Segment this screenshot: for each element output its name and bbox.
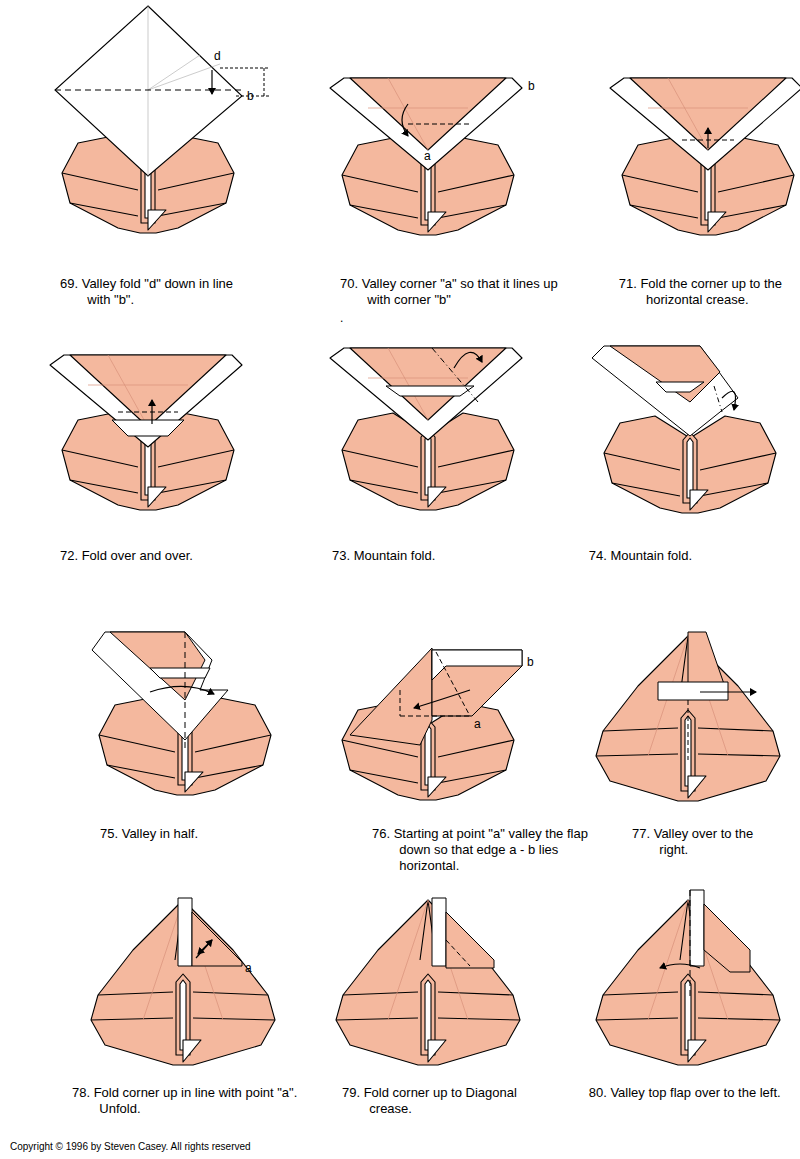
step-caption: 69. Valley fold "d" down in line with "b… <box>60 276 257 308</box>
point-letter: d <box>214 50 221 63</box>
step-caption: 80. Valley top flap over to the left. <box>589 1085 796 1101</box>
step-caption: 70. Valley corner "a" so that it lines u… <box>340 276 582 308</box>
step-caption: 76. Starting at point "a" valley the fla… <box>372 826 589 874</box>
copyright-note: Copyright © 1996 by Steven Casey. All ri… <box>10 1141 251 1153</box>
stray-mark: . <box>340 312 343 325</box>
step-caption: 71. Fold the corner up to the horizontal… <box>619 276 796 308</box>
step-caption: 77. Valley over to the right. <box>632 826 779 858</box>
point-letter: a <box>245 962 252 975</box>
point-letter: b <box>527 656 534 669</box>
point-letter: b <box>528 80 535 93</box>
point-letter: a <box>424 150 431 163</box>
step-caption: 75. Valley in half. <box>100 826 307 842</box>
step-caption: 73. Mountain fold. <box>332 548 559 564</box>
step-caption: 72. Fold over and over. <box>60 548 287 564</box>
point-letter: b <box>247 90 254 103</box>
step-caption: 78. Fold corner up in line with point "a… <box>72 1085 309 1117</box>
point-letter: a <box>474 718 481 731</box>
step-caption: 74. Mountain fold. <box>589 548 796 564</box>
step-caption: 79. Fold corner up to Diagonal crease. <box>342 1085 529 1117</box>
